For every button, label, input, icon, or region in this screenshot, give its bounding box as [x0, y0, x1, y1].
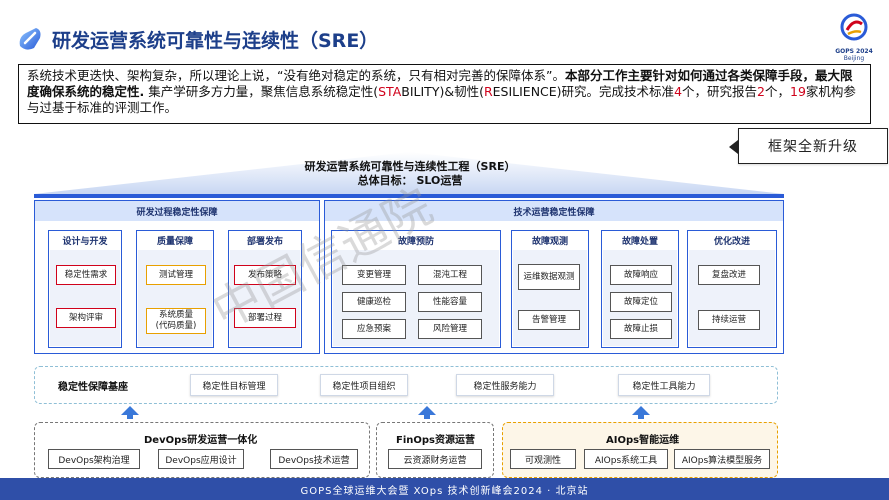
gops-line2: Beijing [843, 55, 865, 62]
item-continuous-ops: 持续运营 [698, 310, 760, 330]
item-deploy-process: 部署过程 [234, 308, 296, 328]
gops-line1: GOPS 2024 [835, 48, 873, 55]
item-test-management: 测试管理 [146, 265, 206, 285]
finops-group-title: FinOps资源运营 [396, 435, 475, 446]
intro-p2: 本部分工作主要针对如何通过各类保障手段，最大限度确保系统的稳定性. [27, 68, 853, 99]
col-improve-title: 优化改进 [713, 236, 750, 247]
item-fault-stop: 故障止损 [610, 319, 672, 339]
base-tool-cap: 稳定性工具能力 [618, 374, 710, 396]
intro-p4: BILITY)&韧性( [401, 84, 484, 99]
devops-group [34, 422, 370, 478]
sre-roof [34, 152, 784, 198]
item-emergency-plan: 应急预案 [342, 319, 406, 339]
stability-base [34, 366, 778, 404]
item-fault-response: 故障响应 [610, 265, 672, 285]
roof-line2: 总体目标： SLO运营 [357, 174, 463, 187]
intro-p8: 家机构参与过基于标准的评测工作。 [27, 84, 856, 115]
devops-app-design: DevOps应用设计 [158, 449, 244, 469]
item-system-quality: 系统质量 (代码质量) [146, 308, 206, 334]
col-observe-title: 故障观测 [531, 236, 568, 247]
col-design-dev-title: 设计与开发 [62, 236, 108, 247]
intro-p5: ESILIENCE)研究。完成技术标准 [492, 84, 675, 99]
intro-n1: 4 [674, 84, 683, 99]
devops-group-title: DevOps研发运营一体化 [144, 435, 258, 446]
item-stability-requirement: 稳定性需求 [56, 265, 116, 285]
item-chaos-eng: 混沌工程 [418, 265, 482, 285]
up-arrow-icon [418, 406, 436, 415]
up-arrow-icon [632, 406, 650, 415]
base-project-org: 稳定性项目组织 [320, 374, 408, 396]
devops-tech-ops: DevOps技术运营 [270, 449, 358, 469]
stability-base-label: 稳定性保障基座 [58, 382, 128, 393]
badge-pointer [729, 140, 738, 154]
col-deploy-title: 部署发布 [246, 236, 283, 247]
base-service-cap: 稳定性服务能力 [456, 374, 554, 396]
col-prevent-title: 故障预防 [397, 236, 434, 247]
roof-title: 研发运营系统可靠性与连续性工程（SRE） 总体目标： SLO运营 [200, 160, 620, 188]
page-title: 研发运营系统可靠性与连续性（SRE） [52, 30, 379, 52]
item-change-mgmt: 变更管理 [342, 265, 406, 285]
aiops-observability: 可观测性 [510, 449, 576, 469]
item-alert-mgmt: 告警管理 [518, 310, 580, 330]
intro-p7: 个， [764, 84, 790, 99]
intro-r: R [483, 84, 493, 99]
upgrade-badge: 框架全新升级 [738, 128, 888, 164]
gops-logo: GOPS 2024 Beijing [833, 12, 875, 64]
intro-p1: 系统技术更迭快、架构复杂，所以理论上说，“没有绝对稳定的系统，只有相对完善的保障… [27, 68, 565, 83]
roof-line1: 研发运营系统可靠性与连续性工程（SRE） [304, 160, 516, 173]
finops-group [376, 422, 494, 478]
aiops-group-title: AIOps智能运维 [606, 435, 680, 446]
item-postmortem: 复盘改进 [698, 265, 760, 285]
finops-cloud-finance: 云资源财务运营 [388, 449, 482, 469]
dev-stability-title: 研发过程稳定性保障 [35, 201, 319, 221]
col-handle-title: 故障处置 [621, 236, 658, 247]
intro-n2: 2 [757, 84, 765, 99]
intro-box: 系统技术更迭快、架构复杂，所以理论上说，“没有绝对稳定的系统，只有相对完善的保障… [18, 64, 871, 124]
ops-stability-title: 技术运营稳定性保障 [325, 201, 783, 221]
item-health-check: 健康巡检 [342, 292, 406, 312]
up-arrow-icon [121, 406, 139, 415]
item-release-strategy: 发布策略 [234, 265, 296, 285]
item-fault-locate: 故障定位 [610, 292, 672, 312]
intro-p3: 集产学研多方力量，聚焦信息系统稳定性( [144, 84, 379, 99]
item-risk-mgmt: 风险管理 [418, 319, 482, 339]
footer-bar: GOPS全球运维大会暨 XOps 技术创新峰会2024 · 北京站 [0, 478, 889, 500]
logo-icon [16, 26, 44, 52]
col-quality-title: 质量保障 [156, 236, 193, 247]
intro-p6: 个，研究报告 [682, 84, 758, 99]
aiops-system-tools: AIOps系统工具 [584, 449, 668, 469]
intro-sta: STA [378, 84, 402, 99]
item-architecture-review: 架构评审 [56, 308, 116, 328]
gops-logo-icon [840, 13, 868, 41]
aiops-algo-service: AIOps算法模型服务 [674, 449, 770, 469]
item-capacity: 性能容量 [418, 292, 482, 312]
item-ops-data-observe: 运维数据观测 [518, 264, 580, 290]
base-goal-mgmt: 稳定性目标管理 [190, 374, 278, 396]
devops-arch-governance: DevOps架构治理 [48, 449, 140, 469]
intro-n3: 19 [790, 84, 806, 99]
